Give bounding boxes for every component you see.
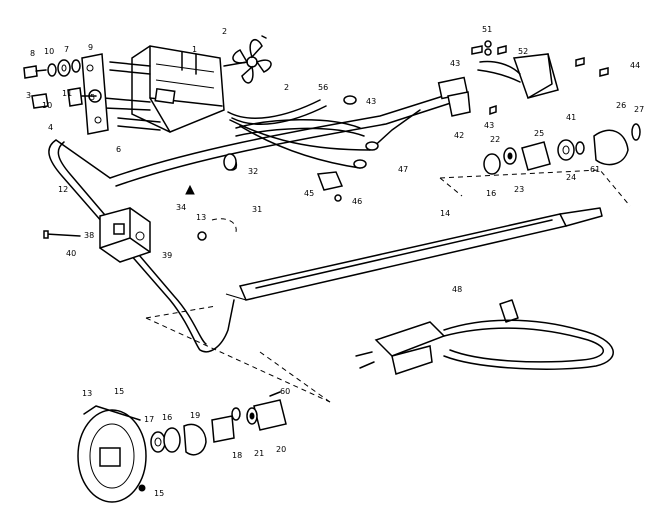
callout-7: 7 bbox=[64, 45, 70, 54]
callout-12: 12 bbox=[58, 185, 69, 194]
callout-51: 51 bbox=[482, 25, 493, 34]
callout-47: 47 bbox=[398, 165, 409, 174]
callout-22: 22 bbox=[490, 135, 501, 144]
power-cord bbox=[355, 299, 614, 375]
control-knob-stack bbox=[483, 123, 641, 175]
callout-25: 25 bbox=[534, 129, 545, 138]
callout-8: 8 bbox=[30, 49, 36, 58]
callout-44: 44 bbox=[630, 61, 641, 70]
callout-17: 17 bbox=[144, 415, 155, 424]
callout-16b: 16 bbox=[162, 413, 173, 422]
callout-40: 40 bbox=[66, 249, 77, 258]
callout-14: 14 bbox=[440, 209, 451, 218]
callout-5: 5 bbox=[90, 93, 96, 102]
callout-42: 42 bbox=[454, 131, 465, 140]
callout-48: 48 bbox=[452, 285, 463, 294]
fan-blade bbox=[223, 35, 272, 84]
callout-27: 27 bbox=[634, 105, 645, 114]
callout-13b: 13 bbox=[82, 389, 93, 398]
callout-10: 10 bbox=[44, 47, 55, 56]
callout-41: 41 bbox=[566, 113, 577, 122]
callout-31: 31 bbox=[252, 205, 263, 214]
wire-harness-56 bbox=[227, 95, 357, 125]
callout-46: 46 bbox=[352, 197, 363, 206]
callout-4: 4 bbox=[48, 123, 54, 132]
callout-9: 9 bbox=[88, 43, 94, 52]
callout-39: 39 bbox=[162, 251, 173, 260]
callout-1: 1 bbox=[192, 45, 198, 54]
wire-leads bbox=[223, 109, 421, 202]
pulley-assembly bbox=[77, 391, 287, 503]
element-tube-14 bbox=[225, 207, 603, 301]
callout-13: 13 bbox=[196, 213, 207, 222]
callout-23: 23 bbox=[514, 185, 525, 194]
gear-box bbox=[99, 207, 151, 263]
callout-15b: 15 bbox=[154, 489, 165, 498]
callout-20: 20 bbox=[276, 445, 287, 454]
screw-40 bbox=[43, 230, 81, 239]
callout-11: 11 bbox=[62, 89, 73, 98]
dashed-leaders bbox=[145, 169, 631, 403]
callout-34: 34 bbox=[176, 203, 187, 212]
callout-6: 6 bbox=[116, 145, 122, 154]
callout-10b: 10 bbox=[42, 101, 53, 110]
callout-61: 61 bbox=[590, 165, 601, 174]
callout-2: 2 bbox=[222, 27, 228, 36]
callout-56: 56 bbox=[318, 83, 329, 92]
left-hardware bbox=[23, 59, 97, 109]
callout-32: 32 bbox=[248, 167, 259, 176]
callout-21: 21 bbox=[254, 449, 265, 458]
callout-60: 60 bbox=[280, 387, 291, 396]
callout-2b: 2 bbox=[284, 83, 290, 92]
callout-43: 43 bbox=[450, 59, 461, 68]
callout-24: 24 bbox=[566, 173, 577, 182]
callout-16: 16 bbox=[486, 189, 497, 198]
callout-19: 19 bbox=[190, 411, 201, 420]
small-hardware-center bbox=[185, 157, 238, 241]
callout-43b: 43 bbox=[366, 97, 377, 106]
motor-housing bbox=[103, 45, 225, 133]
callout-26: 26 bbox=[616, 101, 627, 110]
callout-43c: 43 bbox=[484, 121, 495, 130]
callout-52: 52 bbox=[518, 47, 529, 56]
callout-15: 15 bbox=[114, 387, 125, 396]
callout-38: 38 bbox=[84, 231, 95, 240]
main-tube bbox=[109, 91, 461, 187]
switch-box bbox=[437, 40, 609, 117]
callout-45: 45 bbox=[304, 189, 315, 198]
callout-3: 3 bbox=[26, 91, 32, 100]
callout-18: 18 bbox=[232, 451, 243, 460]
